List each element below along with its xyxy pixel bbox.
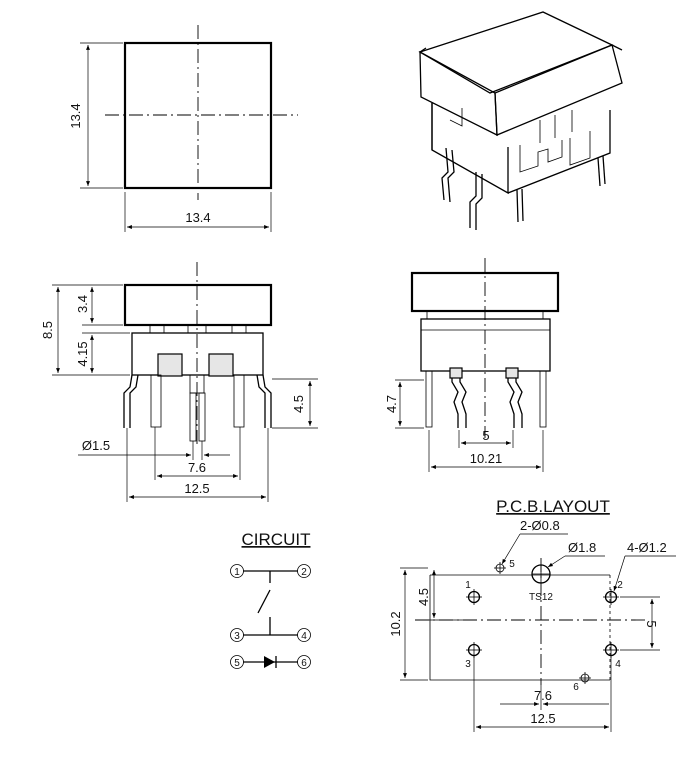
front-pitch-label: 7.6: [188, 460, 206, 475]
side-view: 4.7 5 10.21: [384, 258, 560, 472]
cap-height-label: 3.4: [75, 295, 90, 313]
front-view: 3.4 8.5 4.15 4.5 Ø1.5 7.6 12.5: [40, 262, 318, 502]
circuit-pin-4: 4: [301, 631, 307, 642]
pcb-offset-label: 4.5: [416, 588, 431, 606]
side-pitch-label: 5: [482, 428, 489, 443]
body-height-label: 4.15: [75, 341, 90, 366]
front-body: [131, 332, 264, 376]
pcb-pin-2: 2: [617, 580, 623, 591]
pin-length-label: 4.5: [291, 395, 306, 413]
side-pin-length-label: 4.7: [384, 395, 399, 413]
circuit-pin-6: 6: [301, 658, 307, 669]
pcb-pin-1: 1: [465, 580, 471, 591]
circuit-title: CIRCUIT: [242, 530, 311, 549]
top-width-label: 13.4: [185, 210, 210, 225]
side-width-label: 10.21: [470, 451, 503, 466]
hole-main-label: 4-Ø1.2: [627, 540, 667, 555]
top-view: 13.4 13.4: [68, 25, 298, 232]
total-height-label: 8.5: [40, 321, 55, 339]
isometric-view: [418, 11, 623, 230]
circuit-pin-3: 3: [234, 631, 240, 642]
circuit-pin-1: 1: [234, 567, 240, 578]
pin-dia-label: Ø1.5: [82, 438, 110, 453]
pcb-layout: P.C.B.LAYOUT 1 2 3 4 5 6 TS12 2-Ø0.8: [388, 497, 676, 732]
pcb-title: P.C.B.LAYOUT: [496, 497, 610, 516]
circuit-pin-2: 2: [301, 567, 307, 578]
front-cap: [123, 283, 273, 327]
hole-mid-label: Ø1.8: [568, 540, 596, 555]
pcb-pin-6: 6: [573, 682, 579, 693]
pcb-pin-5: 5: [509, 559, 515, 570]
pcb-pitch-label: 7.6: [534, 688, 552, 703]
hole-small-label: 2-Ø0.8: [520, 518, 560, 533]
circuit-diagram: CIRCUIT 1 2 3 4 5 6: [230, 530, 311, 669]
pcb-right-label: 5: [644, 620, 659, 627]
pcb-pin-3: 3: [465, 659, 471, 670]
pcb-height-label: 10.2: [388, 611, 403, 636]
pcb-part-label: TS12: [529, 592, 553, 603]
circuit-pin-5: 5: [234, 658, 240, 669]
side-body: [420, 318, 551, 372]
pcb-width-label: 12.5: [530, 711, 555, 726]
top-height-label: 13.4: [68, 103, 83, 128]
front-width-label: 12.5: [184, 481, 209, 496]
pcb-pin-4: 4: [615, 659, 621, 670]
